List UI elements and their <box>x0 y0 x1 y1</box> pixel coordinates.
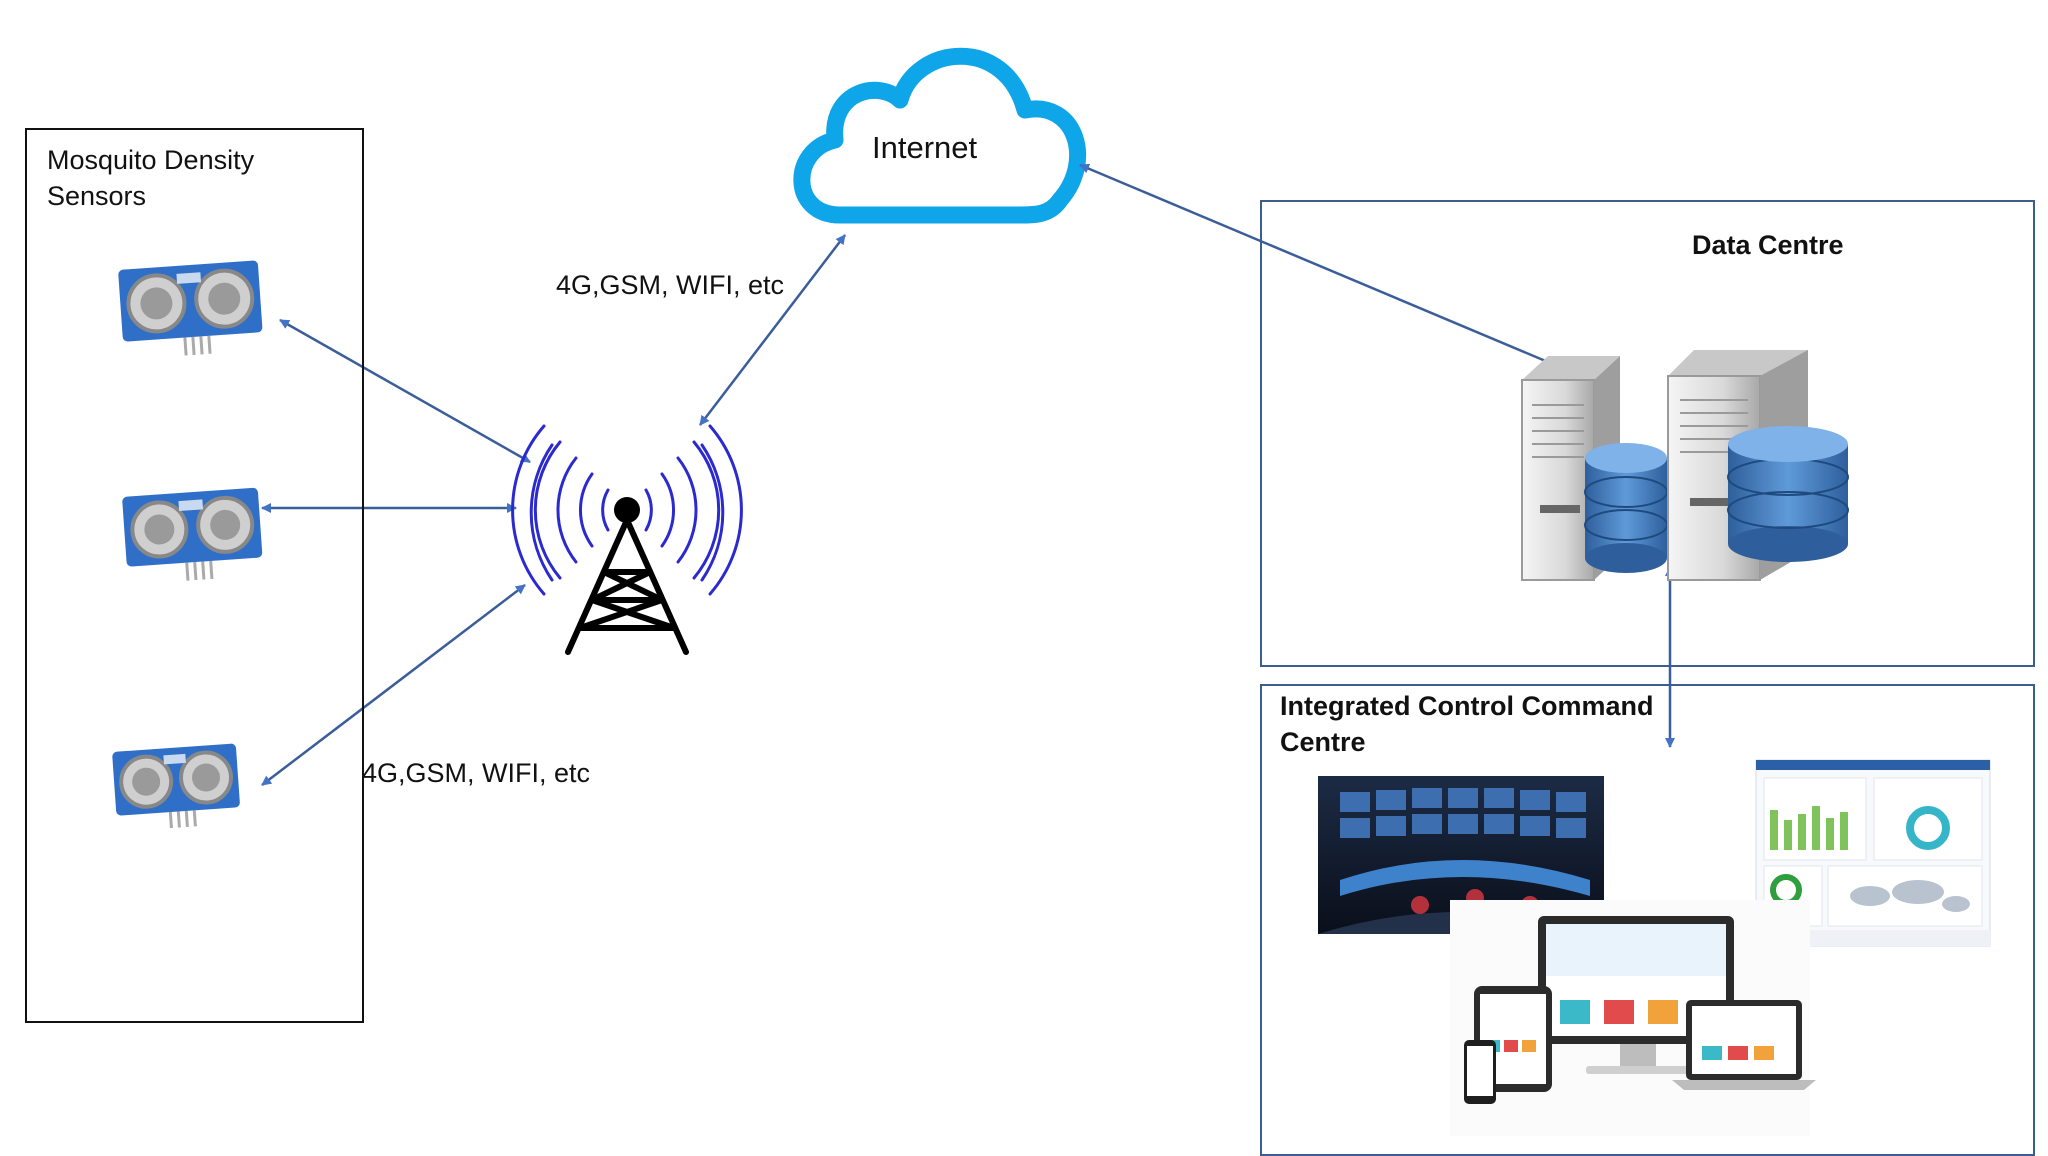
arrow-internet-datacentre <box>1079 163 1556 367</box>
arrow-tower-internet <box>699 234 846 426</box>
control-centre-title: Integrated Control Command Centre <box>1280 691 1654 757</box>
dashboard-image <box>1755 759 1991 947</box>
cell-tower-icon <box>511 424 743 655</box>
connection-arrows <box>261 163 1675 786</box>
ultrasonic-sensor-icon <box>112 743 240 829</box>
data-centre-title: Data Centre <box>1692 230 1844 260</box>
ultrasonic-sensor-icon <box>118 260 263 356</box>
sensors-panel-title: Mosquito Density Sensors <box>47 145 255 211</box>
data-centre-panel <box>1260 200 2035 667</box>
network-label: 4G,GSM, WIFI, etc <box>362 758 591 788</box>
internet-cloud-icon <box>793 47 1086 224</box>
sensors-panel <box>25 128 364 1023</box>
server-database-icon <box>1521 356 1668 581</box>
responsive-devices-image <box>1450 900 1816 1136</box>
ultrasonic-sensor-icon <box>122 487 263 581</box>
network-label: 4G,GSM, WIFI, etc <box>556 270 785 300</box>
arrow-sensor1-tower <box>279 318 531 464</box>
arrow-sensor3-tower <box>261 584 526 786</box>
server-database-icon <box>1667 350 1849 581</box>
internet-label: Internet <box>872 130 978 165</box>
